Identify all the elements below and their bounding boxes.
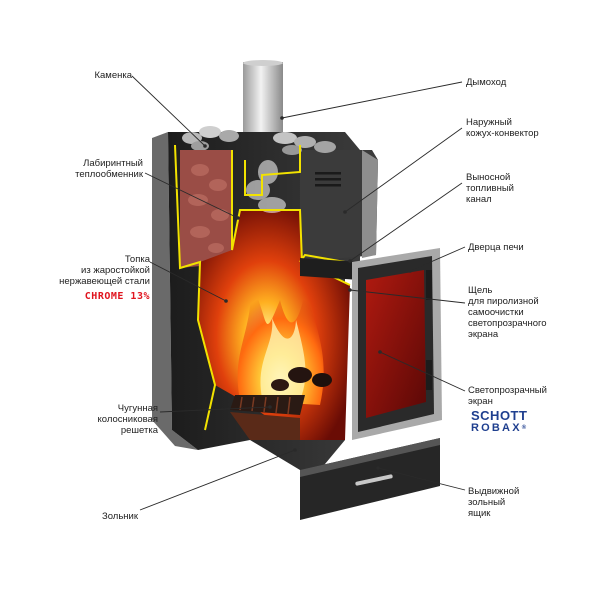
label-slot: Щель для пиролизной самоочистки светопро… — [468, 285, 547, 340]
label-door: Дверца печи — [468, 242, 524, 253]
label-heat-exchanger: Лабиринтный теплообменник — [75, 158, 143, 180]
label-grate: Чугунная колосниковая решетка — [97, 403, 159, 436]
casing-left — [152, 132, 198, 450]
drawer-handle — [355, 474, 393, 486]
label-kamenka: Каменка — [94, 70, 132, 81]
label-firebox: Топка из жаростойкой нержавеющей стали — [59, 254, 150, 287]
fuel-channel — [300, 258, 360, 280]
label-fuel-channel: Выносной топливный канал — [466, 172, 514, 205]
label-steel-grade: CHROME 13% — [84, 291, 150, 302]
label-ash-pit: Зольник — [101, 511, 138, 522]
leader-dots — [203, 116, 412, 470]
label-glass: Светопрозрачный экран — [468, 385, 547, 407]
ash-pit — [230, 412, 300, 440]
chimney-top — [243, 60, 283, 66]
label-casing: Наружный кожух-конвектор — [466, 117, 539, 139]
logs — [271, 367, 332, 391]
schott-robax-logo: SCHOTT ROBAX® — [471, 408, 528, 434]
section-outline — [174, 144, 351, 431]
label-chimney: Дымоход — [466, 77, 507, 88]
grate — [230, 395, 305, 415]
door-glass — [366, 270, 426, 418]
label-drawer: Выдвижной зольный ящик — [468, 486, 520, 519]
heater-stones — [182, 126, 336, 155]
leader-lines — [131, 75, 466, 511]
convector-vents — [315, 172, 341, 187]
